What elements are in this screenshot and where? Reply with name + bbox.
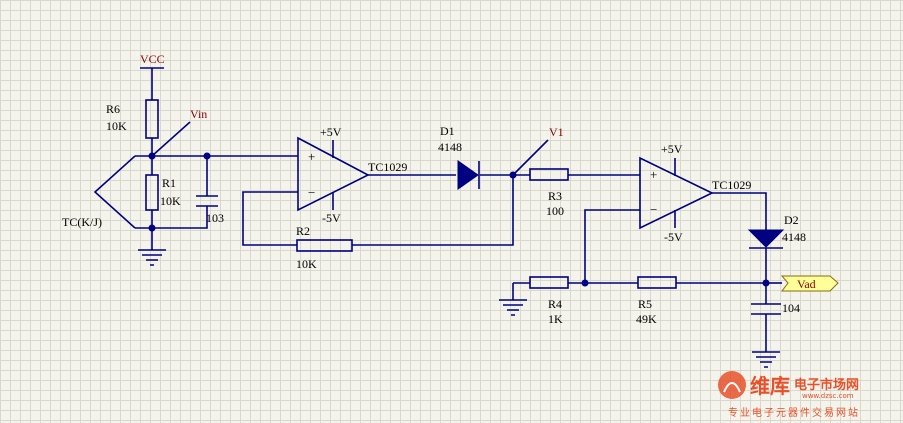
r6-ref: R6 [106, 102, 120, 116]
capacitor-103 [196, 195, 218, 207]
r5-value: 49K [636, 312, 657, 326]
resistor-r4 [529, 276, 569, 289]
u1-minus-sign: − [308, 185, 315, 200]
wires [93, 67, 782, 352]
watermark-logo-icon [718, 371, 746, 399]
vcc-label: VCC [140, 52, 165, 66]
resistor-r6 [145, 99, 159, 139]
r1-ref: R1 [162, 176, 176, 190]
vin-label: Vin [190, 107, 207, 121]
r3-value: 100 [546, 204, 564, 218]
diode-d1 [457, 160, 480, 190]
u1-pos-supply: +5V [320, 125, 342, 139]
r4-value: 1K [548, 312, 563, 326]
r6-value: 10K [106, 119, 127, 133]
capacitor-104 [751, 300, 781, 315]
resistor-r3 [529, 168, 569, 181]
vad-port [780, 275, 839, 292]
u2-part-name: TC1029 [712, 178, 751, 192]
u1-neg-supply: -5V [322, 211, 341, 225]
v1-label: V1 [549, 125, 564, 139]
r1-value: 10K [160, 194, 181, 208]
d2-ref: D2 [784, 213, 799, 227]
u2-pos-supply: +5V [661, 142, 683, 156]
vad-label: Vad [797, 277, 816, 291]
ground-symbol-1 [138, 249, 166, 266]
u2-plus-sign: + [650, 167, 657, 182]
u2-neg-supply: -5V [664, 230, 683, 244]
c103-value: 103 [206, 211, 224, 225]
r4-ref: R4 [548, 297, 562, 311]
d1-value: 4148 [438, 140, 462, 154]
junctions [148, 152, 770, 287]
u1-plus-sign: + [308, 149, 315, 164]
d2-value: 4148 [782, 230, 806, 244]
ground-symbol-2 [499, 299, 527, 316]
watermark: 维库 电子市场网 www.dzsc.com 专业电子元器件交易网站 [718, 371, 860, 419]
resistor-r1 [145, 174, 159, 211]
u1-part-name: TC1029 [368, 160, 407, 174]
r2-value: 10K [296, 257, 317, 271]
resistor-r5 [637, 276, 677, 289]
opamp-u2 [639, 156, 714, 230]
c104-value: 104 [782, 301, 800, 315]
d1-ref: D1 [440, 124, 455, 138]
watermark-subtitle: 电子市场网 [794, 377, 859, 393]
watermark-tagline: 专业电子元器件交易网站 [728, 406, 860, 419]
tc-label: TC(K/J) [62, 215, 102, 229]
ground-symbol-3 [752, 351, 780, 368]
r5-ref: R5 [638, 297, 652, 311]
watermark-brand: 维库 [750, 374, 790, 398]
u2-minus-sign: − [650, 202, 657, 217]
resistor-r2 [296, 239, 353, 252]
r2-ref: R2 [296, 224, 310, 238]
opamp-u1 [297, 136, 370, 212]
r3-ref: R3 [548, 189, 562, 203]
diode-d2 [747, 229, 785, 249]
watermark-url: www.dzsc.com [802, 392, 854, 400]
